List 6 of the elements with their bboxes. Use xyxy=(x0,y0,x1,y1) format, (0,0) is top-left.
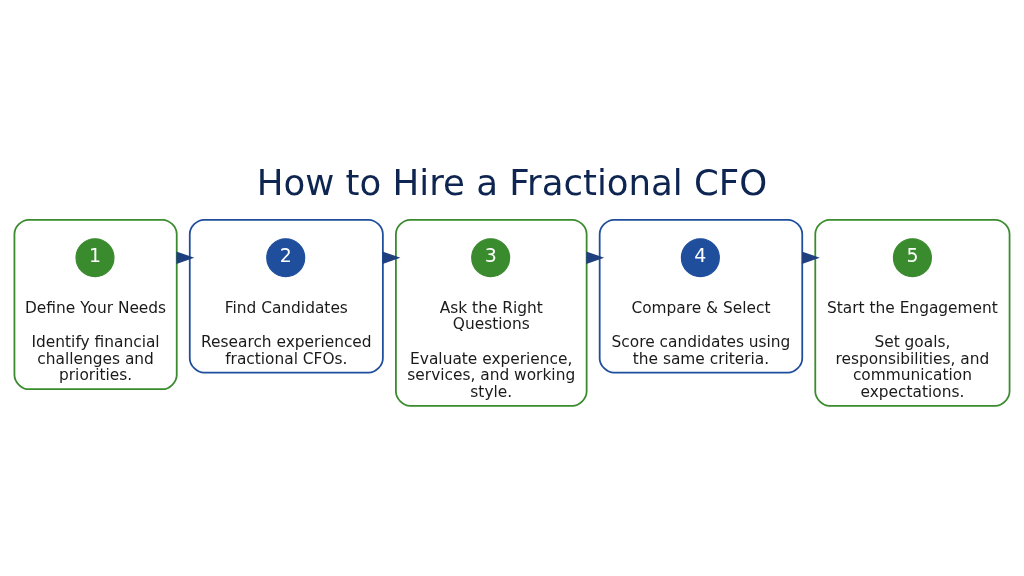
diagram-title: How to Hire a Fractional CFO xyxy=(256,161,768,203)
node-circle: 1 xyxy=(75,237,115,277)
node-circle: 3 xyxy=(471,237,511,277)
node-circle: 5 xyxy=(892,237,932,277)
node-circle: 4 xyxy=(680,237,720,277)
node-circle: 2 xyxy=(266,237,306,277)
